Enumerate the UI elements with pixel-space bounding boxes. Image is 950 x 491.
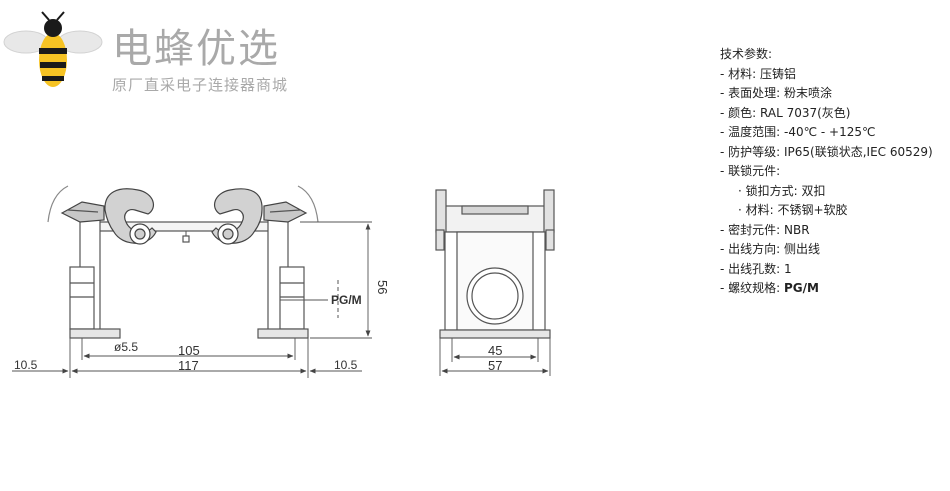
- spec-protection: - 防护等级: IP65(联锁状态,IEC 60529): [720, 144, 933, 159]
- thread-label: PG/M: [331, 293, 362, 307]
- brand-logo: [3, 11, 103, 87]
- brand-name: 电蜂优选: [112, 26, 280, 72]
- spec-material: - 材料: 压铸铝: [720, 66, 797, 81]
- spec-thread-label: - 螺纹规格:: [720, 281, 785, 295]
- front-view: [47, 185, 339, 339]
- bee-icon: [3, 11, 103, 87]
- dim-hole-diameter: ø5.5: [114, 340, 138, 354]
- spec-temperature: - 温度范围: -40℃ - +125℃: [720, 125, 876, 139]
- spec-locking: - 联锁元件:: [720, 164, 781, 178]
- spec-cable-direction: - 出线方向: 侧出线: [720, 242, 821, 256]
- spec-thread-value: PG/M: [784, 281, 819, 295]
- spec-seal: - 密封元件: NBR: [720, 222, 810, 237]
- spec-lock-method: · 锁扣方式: 双扣: [738, 183, 826, 198]
- dim-side-total-width: 57: [488, 358, 502, 373]
- dim-right-offset: 10.5: [334, 358, 358, 372]
- spec-cable-holes: - 出线孔数: 1: [720, 261, 792, 276]
- spec-thread: - 螺纹规格: PG/M: [720, 279, 933, 299]
- spec-lock-material: · 材料: 不锈钢+软胶: [738, 203, 848, 217]
- front-view-dimensions: [12, 221, 372, 378]
- spec-color: - 颜色: RAL 7037(灰色): [720, 105, 851, 120]
- spec-title: 技术参数:: [720, 47, 773, 61]
- dim-hole-spacing: 105: [178, 343, 200, 358]
- side-view: [435, 189, 555, 339]
- side-view-dimensions: [439, 338, 551, 376]
- dim-height: 56: [375, 280, 390, 294]
- dim-inner-width: 45: [488, 343, 502, 358]
- spec-list: 技术参数: - 材料: 压铸铝 - 表面处理: 粉末喷涂 - 颜色: RAL 7…: [720, 45, 933, 299]
- spec-surface: - 表面处理: 粉末喷涂: [720, 86, 833, 100]
- dim-left-offset: 10.5: [14, 358, 38, 372]
- brand-tagline: 原厂直采电子连接器商城: [112, 76, 289, 94]
- dim-total-width: 117: [178, 358, 199, 373]
